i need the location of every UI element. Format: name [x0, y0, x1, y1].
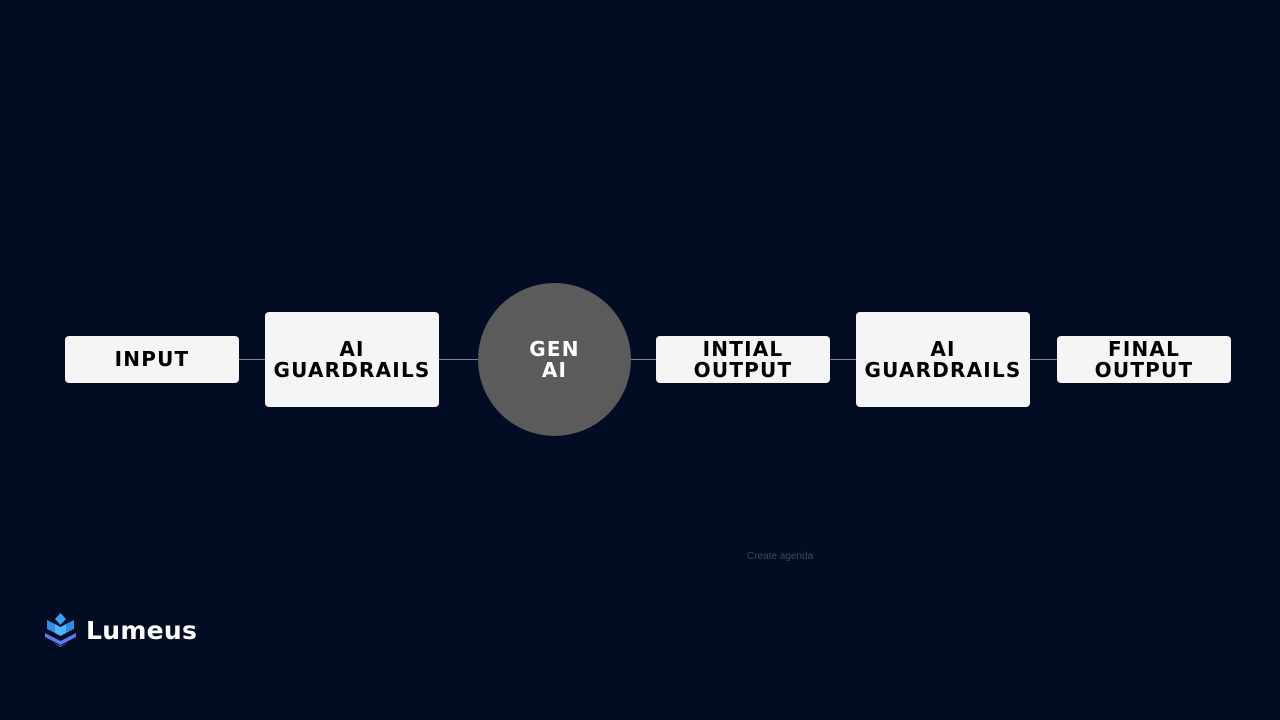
- connector-genai-initial-output: [630, 359, 657, 360]
- node-gen-ai-label: GEN AI: [529, 336, 580, 382]
- connector-initial-output-guardrails: [830, 359, 857, 360]
- brand-logo: Lumeus: [44, 612, 197, 648]
- node-initial-output-label: INTIAL OUTPUT: [693, 336, 793, 382]
- node-gen-ai: GEN AI: [478, 283, 631, 436]
- node-initial-output: INTIAL OUTPUT: [656, 336, 830, 383]
- brand-name: Lumeus: [86, 615, 198, 645]
- node-ai-guardrails-1: AI GUARDRAILS: [265, 312, 439, 407]
- node-ai-guardrails-2: AI GUARDRAILS: [856, 312, 1030, 407]
- node-input-label: INPUT: [114, 347, 190, 371]
- connector-guardrails-final-output: [1030, 359, 1058, 360]
- node-final-output-label: FINAL OUTPUT: [1094, 336, 1194, 382]
- node-ai-guardrails-1-label: AI GUARDRAILS: [273, 336, 431, 382]
- node-input: INPUT: [65, 336, 239, 383]
- node-final-output: FINAL OUTPUT: [1057, 336, 1231, 383]
- connector-input-guardrails: [239, 359, 266, 360]
- node-ai-guardrails-2-label: AI GUARDRAILS: [864, 336, 1022, 382]
- lumeus-logo-icon: [45, 613, 76, 647]
- caption-text: Create agenda: [747, 551, 814, 562]
- connector-guardrails-genai: [439, 359, 479, 360]
